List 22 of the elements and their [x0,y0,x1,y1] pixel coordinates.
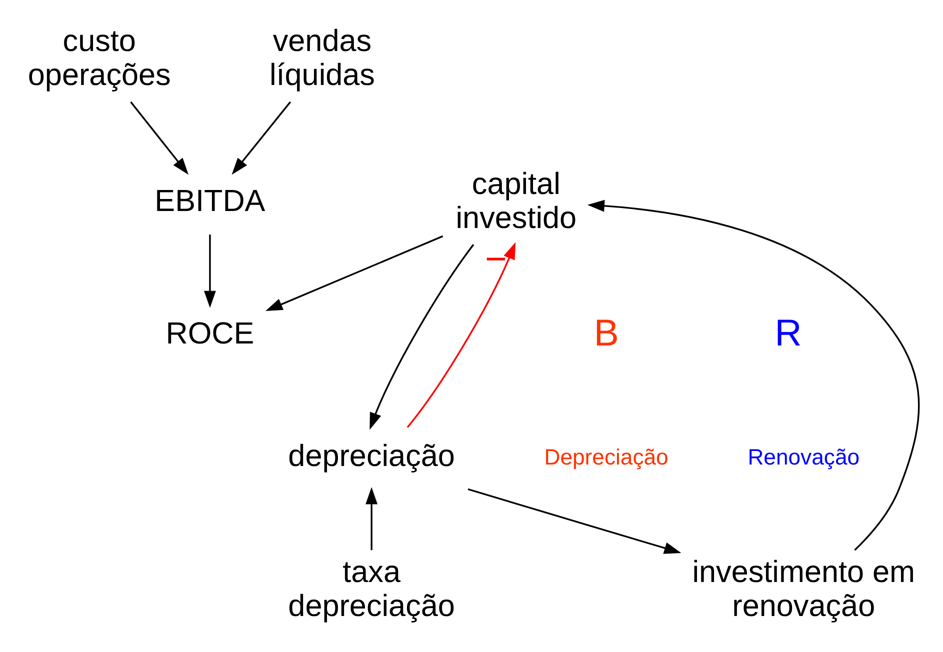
node-text: taxa depreciação [288,554,455,623]
label: B [594,312,619,354]
arrow [204,234,216,308]
arrow [232,101,292,175]
node-text: custo operações [28,24,171,92]
node-text: depreciação [288,439,455,474]
arrow [366,487,378,550]
node-text: vendas líquidas [269,24,375,92]
arrow [468,488,682,554]
arrow [587,200,920,551]
edge-label: − [485,237,507,280]
label: Renovação [748,444,860,470]
label: Depreciação [544,444,668,470]
node-text: EBITDA [154,184,266,218]
arrow [406,242,516,428]
node-text: capital investido [456,166,577,236]
arrow [266,235,444,312]
arrow [130,101,189,175]
arrow [370,244,474,430]
node-text: investimento em renovação [692,554,916,623]
label: R [774,312,802,354]
node-text: ROCE [166,316,254,351]
